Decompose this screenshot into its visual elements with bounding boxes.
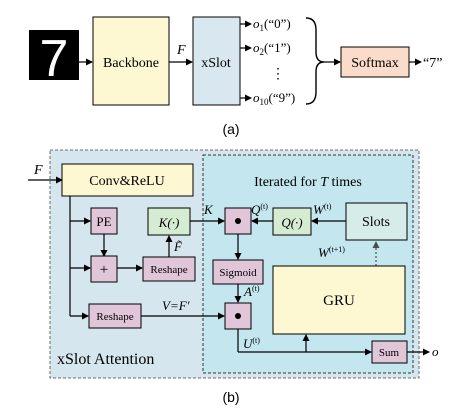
v-label: V=F′ xyxy=(162,298,190,313)
output-2-class: (“1”) xyxy=(264,40,291,55)
output-o-label: o xyxy=(432,344,439,359)
output-10-o: o xyxy=(253,90,260,105)
output-2: o2(“1”) xyxy=(253,40,291,57)
w-next-label: W(t+1) xyxy=(318,245,345,260)
output-10-sub: 10 xyxy=(260,97,270,107)
sum-label: Sum xyxy=(379,347,400,359)
slots-box xyxy=(345,202,408,241)
part-a: 7 Backbone F xSlot o1(“0”) o2(“1”) ⋮ o10… xyxy=(29,16,442,137)
pe-label: PE xyxy=(96,214,111,229)
gru-label: GRU xyxy=(323,293,355,309)
gru-box xyxy=(272,265,406,335)
output-2-sub: 2 xyxy=(260,47,265,57)
q-label: Q(t) xyxy=(251,202,268,217)
xslot-attention-title: xSlot Attention xyxy=(57,351,154,368)
input-digit: 7 xyxy=(40,30,69,88)
q-func-label: Q(·) xyxy=(281,215,302,230)
backbone-label: Backbone xyxy=(103,56,159,71)
dot-symbol-2 xyxy=(235,313,241,319)
reshape-box-2 xyxy=(88,303,142,329)
feature-label: F xyxy=(176,43,186,58)
plus-box xyxy=(90,255,118,283)
a-sup: (t) xyxy=(252,284,260,293)
iterated-suffix: times xyxy=(328,175,362,190)
conv-relu-box xyxy=(61,163,194,197)
output-10: o10(“9”) xyxy=(253,90,295,107)
part-b: Iterated for T times F Conv&ReLU PE + Re… xyxy=(28,149,439,405)
result-label: “7” xyxy=(423,56,442,71)
output-1-sub: 1 xyxy=(260,23,265,33)
output-1-o: o xyxy=(253,16,260,31)
k-func-label: K(·) xyxy=(158,215,180,230)
output-brace xyxy=(305,17,325,105)
backbone-box xyxy=(92,16,170,106)
input-digit-image xyxy=(29,30,79,80)
q-func-box xyxy=(272,207,312,236)
k-func-box xyxy=(147,207,191,236)
sigmoid-label: Sigmoid xyxy=(219,267,257,279)
u-letter: U xyxy=(243,336,254,351)
softmax-label: Softmax xyxy=(351,56,398,71)
xslot-label: xSlot xyxy=(201,56,231,71)
output-2-o: o xyxy=(253,40,260,55)
w-next-sup: (t+1) xyxy=(329,245,345,254)
dot-symbol-1 xyxy=(235,218,241,224)
plus-label: + xyxy=(100,262,108,278)
w-sup: (t) xyxy=(324,202,332,211)
output-ellipsis: ⋮ xyxy=(271,67,285,82)
a-letter: A xyxy=(243,284,252,299)
reshape-label-1: Reshape xyxy=(150,264,187,276)
a-label: A(t) xyxy=(243,284,260,299)
q-letter: Q xyxy=(251,202,261,217)
output-1: o1(“0”) xyxy=(253,16,291,33)
iterated-prefix: Iterated for xyxy=(254,175,320,190)
w-label: W(t) xyxy=(313,202,332,217)
q-sup: (t) xyxy=(260,202,268,211)
w-next-letter: W xyxy=(318,245,330,260)
conv-relu-label: Conv&ReLU xyxy=(89,174,164,189)
iterated-t: T xyxy=(320,175,329,190)
u-sup: (t) xyxy=(252,336,260,345)
iterated-label: Iterated for T times xyxy=(254,175,362,190)
slots-label: Slots xyxy=(362,215,390,230)
output-1-class: (“0”) xyxy=(264,16,291,31)
input-f-label: F xyxy=(33,163,43,178)
caption-b: (b) xyxy=(222,389,239,405)
output-10-class: (“9”) xyxy=(269,90,296,105)
k-label: K xyxy=(203,202,214,217)
w-letter: W xyxy=(313,202,325,217)
f-tilde-label: F̃ xyxy=(173,239,183,254)
xslot-box xyxy=(192,16,241,106)
caption-a: (a) xyxy=(222,121,239,137)
u-label: U(t) xyxy=(243,336,260,351)
reshape-box-1 xyxy=(142,256,196,282)
reshape-label-2: Reshape xyxy=(96,311,133,323)
